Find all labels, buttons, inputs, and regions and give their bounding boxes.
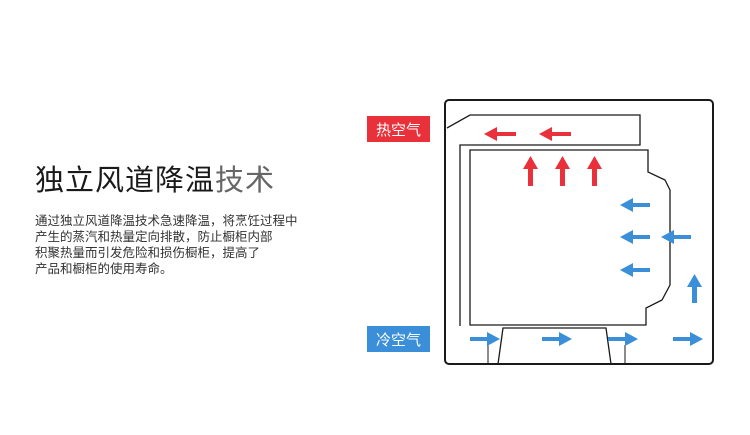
hot-air-arrows: [484, 127, 602, 186]
bottom-vent-inner: [487, 345, 626, 364]
inner-chamber: [469, 149, 671, 326]
bottom-vent: [497, 327, 612, 365]
arrow-right-icon: [673, 332, 703, 346]
arrow-left-icon: [620, 263, 650, 277]
description: 通过独立风道降温技术急速降温，将烹饪过程中 产生的蒸汽和热量定向排散，防止橱柜内…: [35, 213, 365, 277]
cold-air-label: 冷空气: [367, 326, 430, 352]
cold-air-arrows: [470, 198, 703, 346]
cabinet-outline: [444, 99, 714, 365]
arrow-up-icon: [523, 156, 538, 186]
hot-air-label: 热空气: [367, 116, 430, 142]
arrow-up-icon: [587, 156, 602, 186]
arrow-right-icon: [470, 332, 500, 346]
arrow-right-icon: [542, 332, 572, 346]
description-line-4: 产品和橱柜的使用寿命。: [35, 261, 173, 276]
arrow-left-icon: [539, 127, 571, 141]
arrow-up-icon: [555, 156, 570, 186]
top-duct: [446, 114, 641, 326]
arrow-left-icon: [620, 230, 650, 244]
description-line-1: 通过独立风道降温技术急速降温，将烹饪过程中: [35, 213, 298, 228]
description-line-3: 积聚热量而引发危险和损伤橱柜，提高了: [35, 245, 261, 260]
title-light: 技术: [215, 163, 276, 197]
arrow-right-icon: [608, 332, 638, 346]
arrow-left-icon: [620, 198, 650, 212]
arrow-left-icon: [661, 230, 691, 244]
arrow-left-icon: [484, 127, 516, 141]
arrow-up-icon: [687, 274, 702, 303]
title-main: 独立风道降温: [35, 163, 216, 197]
page-title: 独立风道降温技术: [35, 157, 275, 199]
description-line-2: 产生的蒸汽和热量定向排散，防止橱柜内部: [35, 229, 273, 244]
